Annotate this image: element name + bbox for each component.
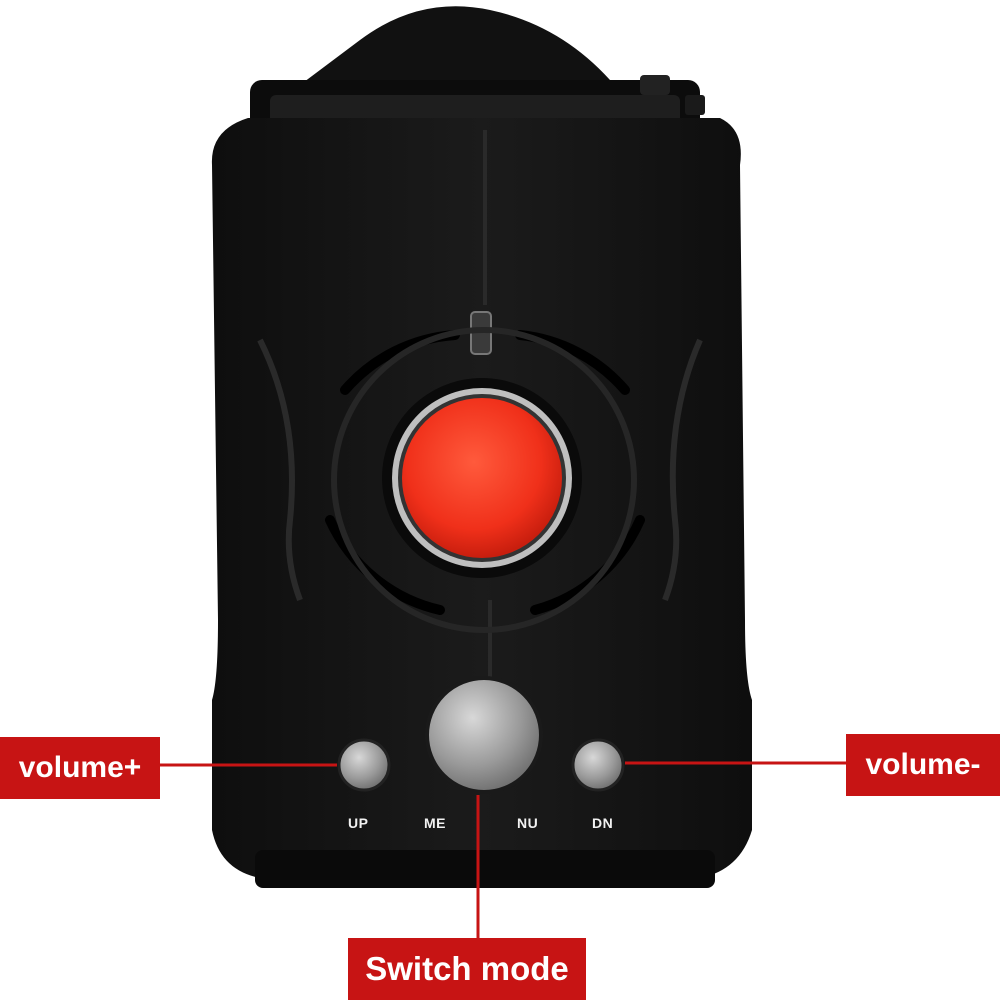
- dn-button[interactable]: [571, 738, 625, 792]
- dn-label: DN: [592, 815, 614, 831]
- up-label: UP: [348, 815, 369, 831]
- menu-button[interactable]: [425, 676, 543, 794]
- switch-mode-callout: Switch mode: [348, 938, 586, 1000]
- nu-label: NU: [517, 815, 539, 831]
- alert-lens: [382, 378, 582, 578]
- callout-lines: [160, 761, 846, 938]
- me-label: ME: [424, 815, 446, 831]
- volume-minus-callout: volume-: [846, 734, 1000, 796]
- up-button[interactable]: [337, 738, 391, 792]
- volume-plus-callout: volume+: [0, 737, 160, 799]
